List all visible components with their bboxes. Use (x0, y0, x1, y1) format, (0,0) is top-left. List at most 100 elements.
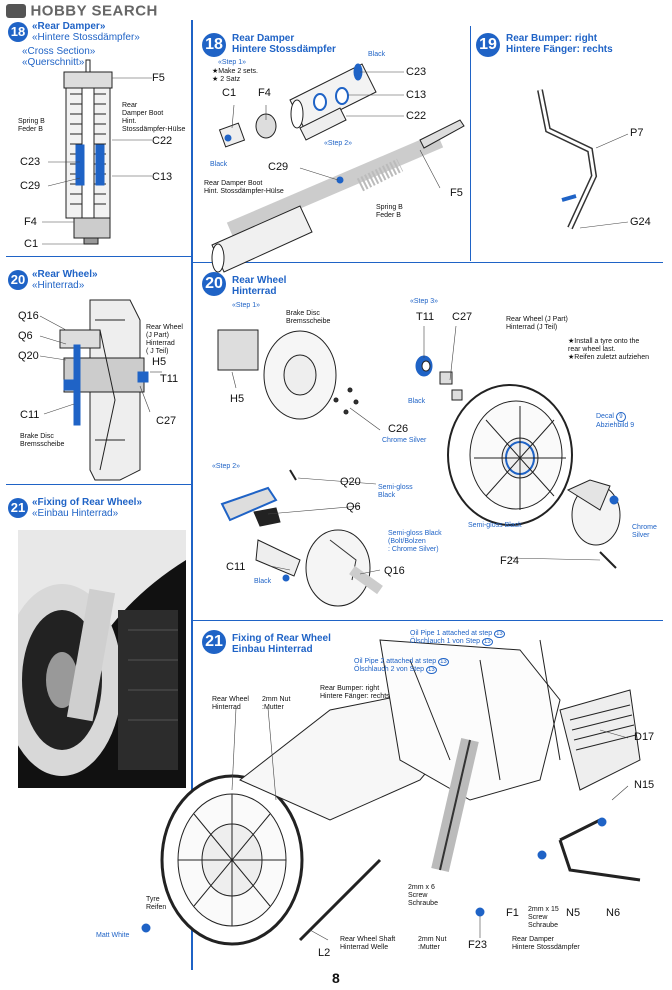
step-21-left-title-de: «Einbau Hinterrad» (32, 508, 119, 519)
label-F4: F4 (258, 87, 271, 99)
note-install-tyre: ★Install a tyre onto the rear wheel last… (568, 338, 649, 361)
page-number: 8 (332, 970, 340, 986)
label-D17: D17 (634, 731, 655, 743)
step-20-title-de: Hinterrad (232, 286, 277, 297)
step-21-badge-left: 21 (8, 498, 28, 518)
label-H5-left: H5 (152, 356, 167, 368)
step-19-title: Rear Bumper: right (506, 33, 598, 44)
divider-18-19 (193, 262, 663, 263)
label-C11-left: C11 (20, 409, 40, 421)
divider-20-21 (193, 620, 663, 621)
divider-left-1 (6, 256, 191, 257)
label-T11: T11 (416, 311, 435, 323)
rear-wheel-drawing (415, 355, 573, 526)
step-19-title-de: Hintere Fänger: rechts (506, 44, 613, 55)
label-C13-left: C13 (152, 171, 173, 183)
step-21-badge: 21 (202, 630, 226, 654)
label-F24: F24 (500, 555, 519, 567)
note-oil-pipe-1: Oil Pipe 1 attached at step 13 Ölschlauc… (410, 630, 505, 646)
label-C29-left: C29 (20, 180, 41, 192)
label-semi-gloss-1: Semi-gloss Black (378, 484, 413, 499)
label-brake-disc-left: Brake Disc Bremsscheibe (20, 433, 65, 448)
divider-top-mid (470, 26, 471, 261)
label-Q6-left: Q6 (18, 330, 33, 342)
step-20-step2: «Step 2» (212, 463, 241, 470)
step-18-title: Rear Damper (232, 33, 295, 44)
label-semi-gloss-2: Semi-gloss Black (Bolt/Bolzen : Chrome S… (388, 530, 442, 553)
label-C22-left: C22 (152, 135, 173, 147)
brake-disc-drawing (217, 329, 359, 420)
wheel-cross-section (59, 299, 149, 481)
label-2mm-nut-top: 2mm Nut :Mutter (262, 696, 291, 711)
label-rear-wheel-shaft: Rear Wheel Shaft Hinterrad Welle (340, 936, 396, 951)
step-21-title-de: Einbau Hinterrad (232, 644, 313, 655)
label-rear-wheel-left: Rear Wheel (J Part) Hinterrad ( J Teil) (146, 324, 183, 355)
label-C23-left: C23 (20, 156, 41, 168)
divider-left-2 (6, 484, 191, 485)
step-18-badge: 18 (202, 33, 226, 57)
label-N15: N15 (634, 779, 655, 791)
brake-bracket-drawing (566, 479, 621, 569)
caliper-drawing (220, 469, 383, 607)
label-G24: G24 (630, 216, 651, 228)
decal-number-icon: 9 (615, 412, 626, 422)
label-damper-boot-left: Rear Damper Boot Hint. Stossdämpfer-Hüls… (122, 102, 186, 133)
step-ref-icon-de: 13 (482, 638, 493, 646)
label-tyre: Tyre Reifen (146, 896, 167, 911)
label-F1: F1 (506, 907, 519, 919)
label-C1-left: C1 (24, 238, 39, 250)
label-Q6: Q6 (346, 501, 361, 513)
label-N6: N6 (606, 907, 621, 919)
label-C27-left: C27 (156, 415, 177, 427)
step-20-left-title: «Rear Wheel» (32, 269, 98, 280)
label-C13: C13 (406, 89, 427, 101)
label-rear-wheel-21: Rear Wheel Hinterrad (212, 696, 249, 711)
note-oil-pipe-2: Oil Pipe 2 attached at step 13 Ölschlauc… (354, 658, 449, 674)
label-C22: C22 (406, 110, 427, 122)
logo-icon (6, 3, 26, 18)
step-20-step3: «Step 3» (410, 298, 439, 305)
step-18-badge-left: 18 (8, 22, 28, 42)
label-matt-white: Matt White (96, 932, 130, 939)
label-F5-left: F5 (152, 72, 165, 84)
label-black-18a: Black (210, 161, 228, 168)
leader-lines (39, 71, 629, 941)
step-18-make-sets-de: ★ 2 Satz (212, 76, 241, 83)
label-Q20: Q20 (340, 476, 361, 488)
label-spring-left: Spring B Feder B (18, 118, 45, 133)
hobbysearch-logo: HOBBY SEARCH (6, 2, 158, 20)
label-Q16: Q16 (384, 565, 405, 577)
step-20-step1: «Step 1» (232, 302, 261, 309)
label-spring-b: Spring B Feder B (376, 204, 403, 219)
damper-cross-section (63, 59, 113, 245)
step-18-make-sets: ★Make 2 sets. (212, 68, 258, 75)
step-20-left-title-de: «Hinterrad» (32, 280, 85, 291)
label-screw-2x6: 2mm x 6 Screw Schraube (408, 884, 438, 907)
label-F4-left: F4 (24, 216, 37, 228)
label-rear-bumper-right: Rear Bumper: right Hintere Fänger: recht… (320, 685, 390, 700)
label-C23: C23 (406, 66, 427, 78)
label-F23: F23 (468, 939, 487, 951)
label-rear-damper-21: Rear Damper Hintere Stossdämpfer (512, 936, 580, 951)
label-H5: H5 (230, 393, 245, 405)
step-18-left-title: «Rear Damper» (32, 21, 106, 32)
label-brake-disc: Brake Disc Bremsscheibe (286, 310, 331, 325)
step-20-badge-left: 20 (8, 270, 28, 290)
label-C1: C1 (222, 87, 237, 99)
label-Q20-left: Q20 (18, 350, 39, 362)
label-screw-2x15: 2mm x 15 Screw Schraube (528, 906, 559, 929)
bumper-drawing (537, 89, 598, 230)
label-P7: P7 (630, 127, 644, 139)
assembled-rear-photo (18, 530, 186, 788)
label-L2: L2 (318, 947, 331, 959)
step-19-badge: 19 (476, 33, 500, 57)
label-C11: C11 (226, 561, 246, 573)
step-21-left-title: «Fixing of Rear Wheel» (32, 497, 143, 508)
step-ref-icon-2: 13 (438, 658, 449, 666)
label-rear-damper-boot: Rear Damper Boot Hint. Stossdämpfer-Hüls… (204, 180, 284, 195)
label-T11-left: T11 (160, 373, 179, 385)
label-C26: C26 (388, 423, 409, 435)
step-21-title: Fixing of Rear Wheel (232, 633, 331, 644)
step-18-left-title-de: «Hintere Stossdämpfer» (32, 32, 140, 43)
